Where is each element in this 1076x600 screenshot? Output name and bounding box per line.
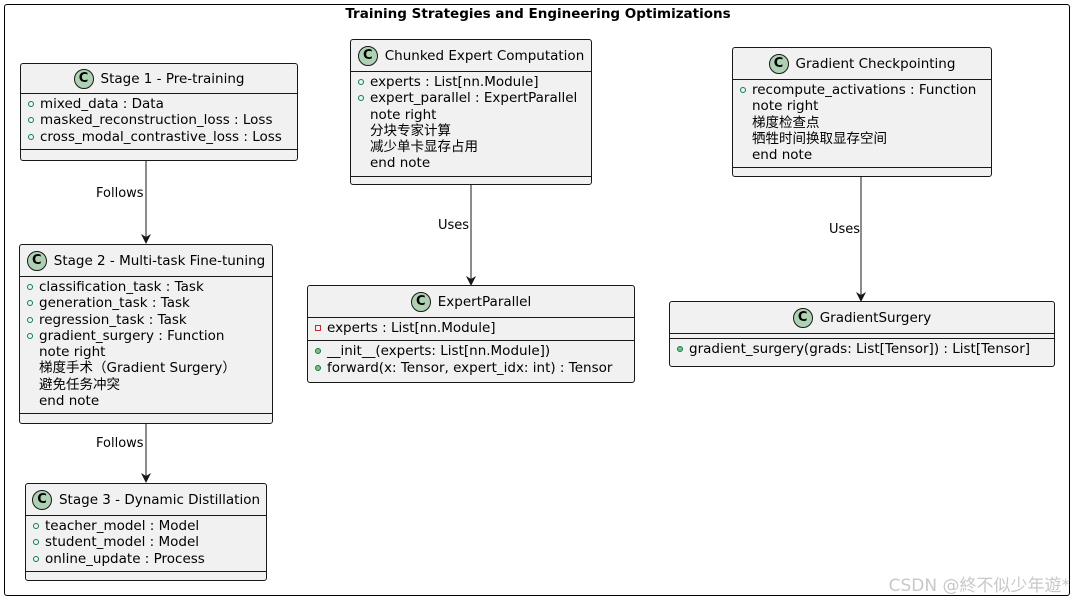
- class-name: Stage 1 - Pre-training: [100, 70, 245, 87]
- public-icon: [358, 79, 364, 85]
- class-header: C Chunked Expert Computation: [351, 40, 591, 72]
- diagram-title: Training Strategies and Engineering Opti…: [345, 6, 731, 22]
- method: forward(x: Tensor, expert_idx: int) : Te…: [308, 360, 634, 376]
- class-c-icon: C: [792, 307, 813, 328]
- public-icon: [27, 284, 33, 290]
- methods-section: gradient_surgery(grads: List[Tensor]) : …: [670, 339, 1054, 361]
- attribute: experts : List[nn.Module]: [351, 74, 591, 90]
- public-icon: [33, 539, 39, 546]
- class-expertparallel[interactable]: C ExpertParallel experts : List[nn.Modul…: [307, 285, 635, 383]
- public-icon: [27, 300, 33, 307]
- edge-label-uses-2: Uses: [829, 222, 861, 237]
- note-line: 梯度检查点: [752, 114, 820, 131]
- public-icon: [28, 117, 34, 124]
- attributes-section: mixed_data : Data masked_reconstruction_…: [21, 94, 297, 150]
- attribute: classification_task : Task: [20, 279, 272, 295]
- public-method-icon: [315, 348, 321, 355]
- class-header: C ExpertParallel: [308, 286, 634, 318]
- class-header: C Gradient Checkpointing: [733, 48, 991, 80]
- class-name: GradientSurgery: [819, 309, 932, 326]
- attribute: regression_task : Task: [20, 312, 272, 328]
- attribute: masked_reconstruction_loss : Loss: [21, 112, 297, 128]
- note-line: 减少单卡显存占用: [370, 139, 478, 156]
- class-c-icon: C: [357, 45, 378, 66]
- attributes-section: experts : List[nn.Module] expert_paralle…: [351, 72, 591, 177]
- attribute: mixed_data : Data: [21, 96, 297, 112]
- public-icon: [27, 316, 33, 323]
- class-c-icon: C: [410, 291, 431, 312]
- class-header: C Stage 2 - Multi-task Fine-tuning: [20, 245, 272, 277]
- private-icon: [315, 325, 321, 331]
- class-header: C GradientSurgery: [670, 302, 1054, 334]
- public-icon: [28, 101, 34, 107]
- note-line: 梯度手术（Gradient Surgery）: [39, 360, 236, 377]
- edge-label-follows-1: Follows: [96, 186, 144, 201]
- attributes-section: classification_task : Task generation_ta…: [20, 277, 272, 415]
- class-c-icon: C: [768, 53, 789, 74]
- attribute: online_update : Process: [26, 551, 266, 567]
- class-c-icon: C: [31, 489, 52, 510]
- attribute: expert_parallel : ExpertParallel: [351, 90, 591, 106]
- method: gradient_surgery(grads: List[Tensor]) : …: [670, 341, 1054, 357]
- attributes-section: [670, 334, 1054, 339]
- package-frame: [4, 4, 1070, 596]
- class-header: C Stage 3 - Dynamic Distillation: [26, 484, 266, 516]
- attributes-section: teacher_model : Model student_model : Mo…: [26, 516, 266, 572]
- class-stage2[interactable]: C Stage 2 - Multi-task Fine-tuning class…: [19, 244, 273, 424]
- public-icon: [740, 87, 746, 93]
- class-c-icon: C: [26, 250, 47, 271]
- edge-label-uses-1: Uses: [438, 218, 470, 233]
- note-line: note right: [752, 98, 819, 115]
- class-gradientsurgery[interactable]: C GradientSurgery gradient_surgery(grads…: [669, 301, 1055, 367]
- methods-section: [26, 572, 266, 578]
- note-line: end note: [752, 147, 813, 164]
- note-line: note right: [370, 106, 437, 123]
- class-name: Stage 2 - Multi-task Fine-tuning: [53, 252, 266, 269]
- class-gradient-checkpointing[interactable]: C Gradient Checkpointing recompute_activ…: [732, 47, 992, 177]
- attributes-section: experts : List[nn.Module]: [308, 318, 634, 342]
- attribute: cross_modal_contrastive_loss : Loss: [21, 129, 297, 145]
- method: __init__(experts: List[nn.Module]): [308, 343, 634, 359]
- methods-section: [20, 414, 272, 422]
- class-name: Chunked Expert Computation: [384, 47, 585, 64]
- public-method-icon: [315, 364, 321, 371]
- edge-label-follows-2: Follows: [96, 436, 144, 451]
- attribute: experts : List[nn.Module]: [308, 320, 634, 336]
- note-line: note right: [39, 344, 106, 361]
- class-name: Stage 3 - Dynamic Distillation: [58, 491, 261, 508]
- attribute: teacher_model : Model: [26, 518, 266, 534]
- methods-section: [733, 168, 991, 176]
- note-line: 牺牲时间换取显存空间: [752, 130, 887, 147]
- class-stage1[interactable]: C Stage 1 - Pre-training mixed_data : Da…: [20, 63, 298, 161]
- attribute: recompute_activations : Function: [733, 82, 991, 98]
- public-icon: [33, 523, 39, 529]
- attribute: gradient_surgery : Function: [20, 328, 272, 344]
- public-icon: [28, 133, 34, 140]
- class-chunked-expert-computation[interactable]: C Chunked Expert Computation experts : L…: [350, 39, 592, 185]
- public-icon: [27, 332, 33, 339]
- note-line: 避免任务冲突: [39, 376, 120, 393]
- attribute: student_model : Model: [26, 534, 266, 550]
- class-header: C Stage 1 - Pre-training: [21, 64, 297, 94]
- methods-section: [351, 177, 591, 185]
- methods-section: __init__(experts: List[nn.Module]) forwa…: [308, 341, 634, 380]
- public-icon: [33, 555, 39, 562]
- class-stage3[interactable]: C Stage 3 - Dynamic Distillation teacher…: [25, 483, 267, 581]
- methods-section: [21, 150, 297, 158]
- note-line: 分块专家计算: [370, 122, 451, 139]
- attribute: generation_task : Task: [20, 295, 272, 311]
- attributes-section: recompute_activations : Function note ri…: [733, 80, 991, 169]
- note-line: end note: [370, 155, 431, 172]
- public-method-icon: [677, 346, 683, 352]
- watermark: CSDN @終不似少年遊*: [888, 576, 1070, 596]
- class-name: ExpertParallel: [437, 293, 532, 310]
- note-line: end note: [39, 393, 100, 410]
- public-icon: [358, 95, 364, 102]
- class-c-icon: C: [73, 68, 94, 89]
- class-name: Gradient Checkpointing: [795, 55, 956, 72]
